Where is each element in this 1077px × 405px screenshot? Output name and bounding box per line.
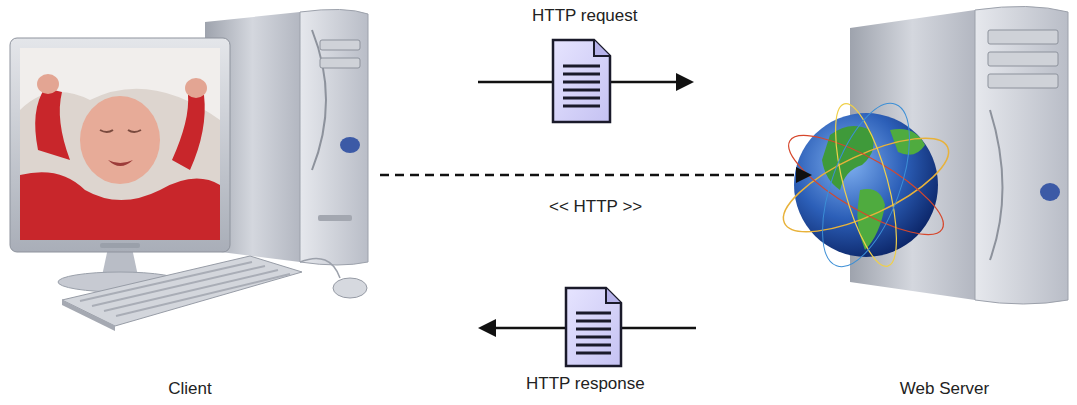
- node-label: Web Server: [900, 379, 989, 399]
- node-label: Client: [168, 379, 211, 399]
- message-label: HTTP request: [532, 6, 638, 26]
- mouse: [300, 258, 367, 298]
- dashed-line: [380, 174, 796, 177]
- response-arrow: [478, 288, 696, 366]
- computer-node: Web Server: [812, 0, 1077, 403]
- arrowhead: [796, 167, 812, 183]
- edge-label: << HTTP >>: [546, 197, 645, 217]
- keyboard: [62, 256, 302, 331]
- message-label: HTTP response: [526, 374, 645, 394]
- connector: [380, 167, 812, 183]
- computer-node: Client: [0, 0, 380, 403]
- client-monitor: [10, 38, 230, 292]
- globe: [772, 93, 960, 278]
- request-arrow: [478, 40, 694, 122]
